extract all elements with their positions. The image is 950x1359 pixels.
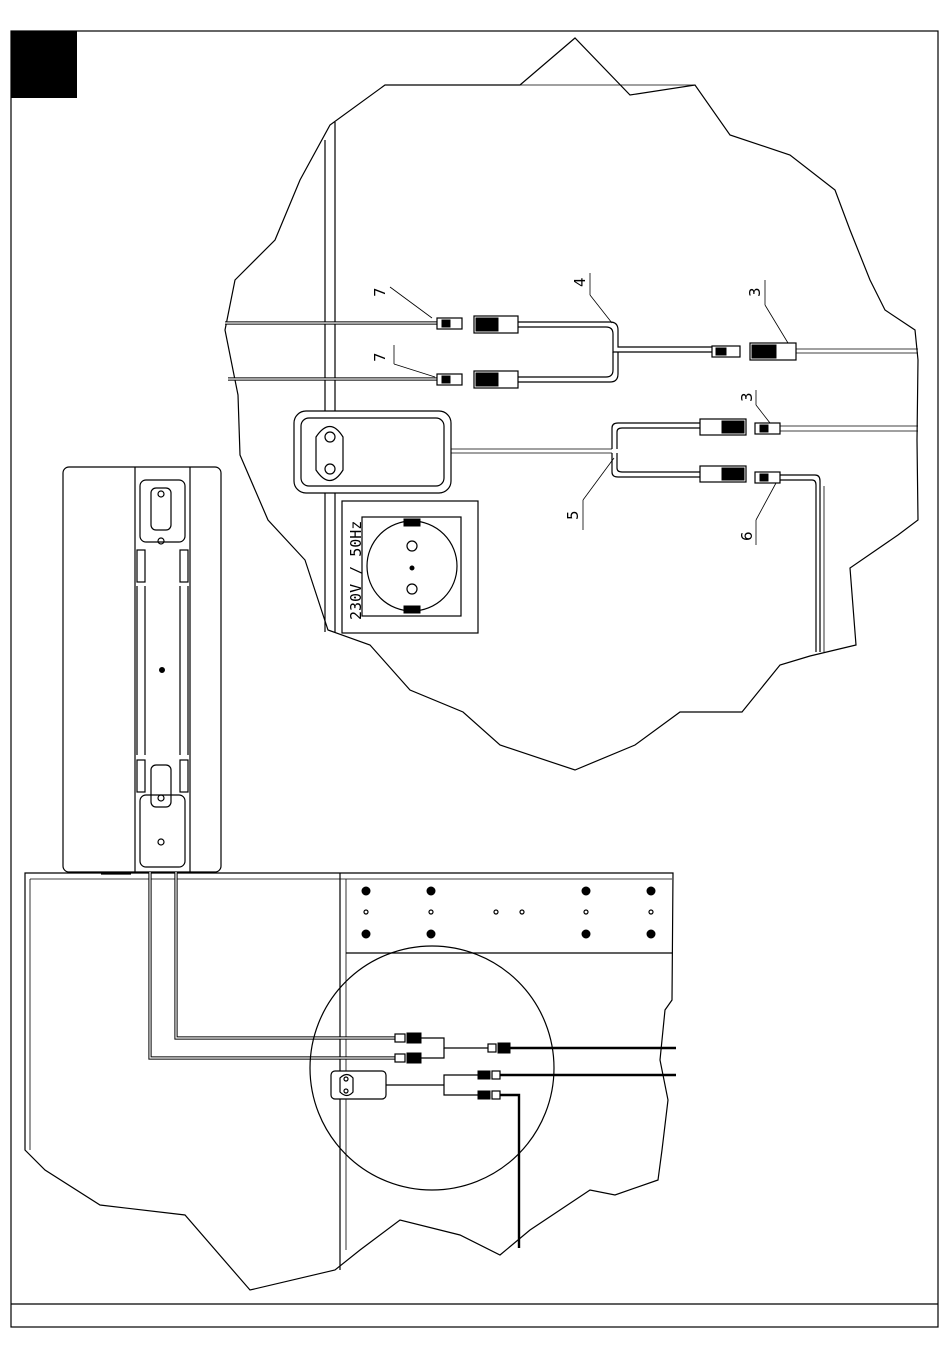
step-number-box	[11, 31, 77, 98]
svg-text:3: 3	[746, 287, 764, 297]
overview-power-supply	[331, 1071, 386, 1099]
svg-text:6: 6	[738, 531, 756, 541]
callout-7-top: 7	[371, 287, 432, 318]
splitter-plug-bottom	[700, 466, 746, 482]
mini-plug-7-top	[437, 318, 462, 329]
callout-3-top: 3	[746, 280, 788, 343]
callout-6: 6	[738, 483, 776, 545]
detail-cloud-outline	[225, 38, 918, 770]
svg-text:5: 5	[564, 510, 582, 520]
svg-text:7: 7	[371, 352, 389, 362]
callout-3-bottom: 3	[738, 390, 770, 423]
connector-3-top	[712, 343, 796, 360]
distributor-socket-bottom	[474, 371, 518, 388]
connector-6	[755, 472, 780, 483]
mini-plug-7-bottom	[437, 374, 462, 385]
detail-view: 230V / 50Hz 7 7 4 3	[225, 38, 918, 770]
svg-text:3: 3	[738, 392, 756, 402]
detail-circle	[310, 946, 554, 1190]
power-supply-unit	[294, 411, 451, 493]
callout-7-bottom: 7	[371, 345, 435, 377]
svg-text:7: 7	[371, 287, 389, 297]
voltage-label: 230V / 50Hz	[347, 521, 365, 620]
distributor-socket-top	[474, 316, 518, 333]
splitter-plug-top	[700, 419, 746, 435]
page-frame	[11, 31, 938, 1327]
callout-5: 5	[564, 458, 614, 530]
hole-pattern	[362, 887, 655, 938]
callout-4: 4	[571, 273, 612, 323]
connector-3-bottom	[755, 423, 780, 434]
upper-cabinet-panel	[63, 467, 221, 874]
svg-text:4: 4	[571, 277, 589, 287]
overview-cable-2	[150, 872, 395, 1058]
overview-cable-1	[176, 872, 395, 1038]
